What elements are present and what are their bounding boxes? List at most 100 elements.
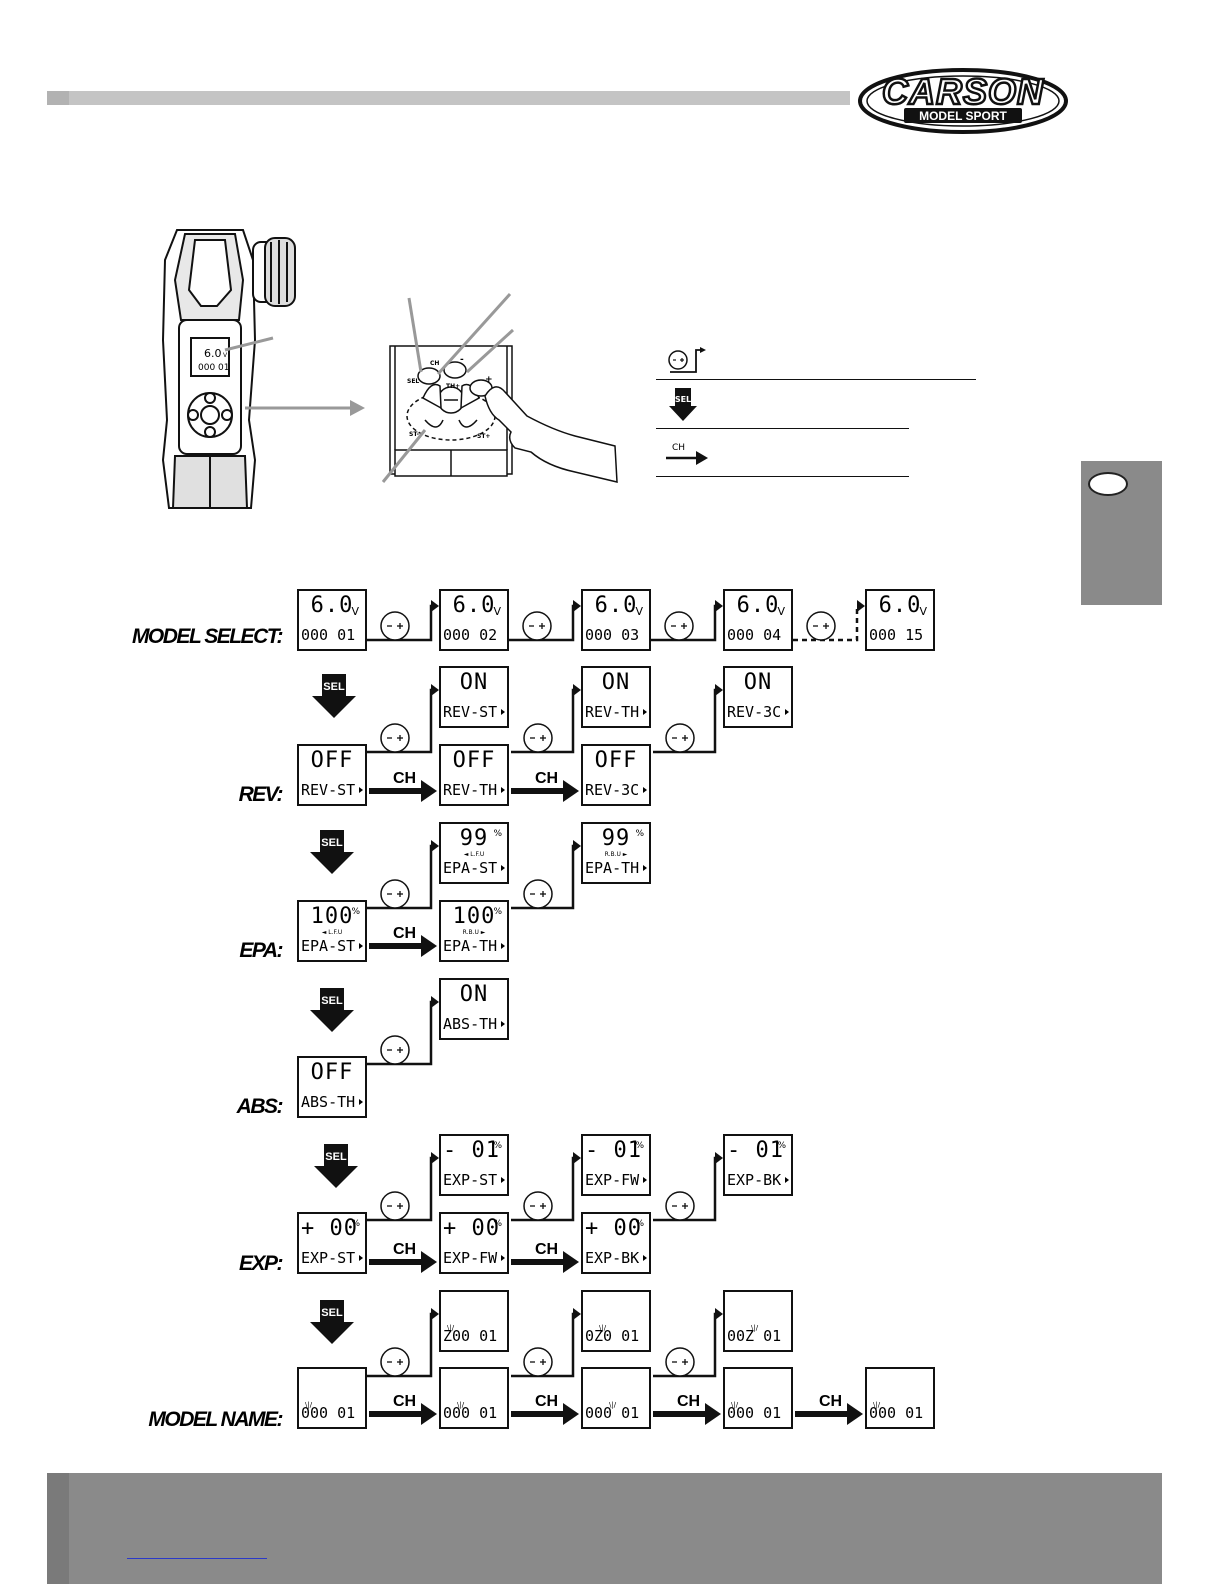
- header-bar: [47, 91, 850, 105]
- lcd-name-z2: \|/0Z0 01: [581, 1290, 651, 1352]
- minus-plus-key-icon: [380, 1191, 410, 1221]
- sel-key-label: SEL: [323, 681, 345, 693]
- lcd-exp-bk-plus: + 00%EXP-BK: [581, 1212, 651, 1274]
- sel-key-label: SEL: [321, 1307, 343, 1319]
- carson-logo: CARSON MODEL SPORT: [858, 68, 1068, 134]
- svg-text:-: -: [460, 355, 464, 365]
- minus-plus-key-icon: [380, 1347, 410, 1377]
- step-arrowhead: [431, 1308, 439, 1320]
- svg-text:ST-: ST-: [409, 431, 420, 438]
- sel-key-label: SEL: [325, 1151, 347, 1163]
- sel-arrow-body: [324, 1144, 348, 1168]
- svg-text:6.0: 6.0: [204, 347, 222, 360]
- step-arrowhead: [573, 840, 581, 852]
- step-arrowhead: [857, 600, 865, 612]
- minus-plus-key-icon: [380, 1035, 410, 1065]
- ch-key-label: CH: [535, 1393, 558, 1410]
- ch-key-label: CH: [535, 1241, 558, 1258]
- minus-plus-key-icon: [665, 723, 695, 753]
- svg-text:SEL: SEL: [675, 395, 691, 404]
- step-arrowhead: [573, 1308, 581, 1320]
- svg-text:TH+: TH+: [446, 383, 460, 390]
- language-tab: [1081, 461, 1162, 605]
- ch-arrowhead: [421, 935, 437, 957]
- lcd-name-z3: \|/00Z 01: [723, 1290, 793, 1352]
- sel-arrow-body: [320, 988, 344, 1012]
- ch-arrowhead: [705, 1403, 721, 1425]
- sel-key-label: SEL: [321, 995, 343, 1007]
- lcd-exp-fw-minus: - 01%EXP-FW: [581, 1134, 651, 1196]
- lcd-name-char-2: \|/000 01: [439, 1367, 509, 1429]
- footer-link-underline[interactable]: [127, 1558, 267, 1559]
- step-arrowhead: [715, 1308, 723, 1320]
- label-model-name: MODEL NAME:: [148, 1408, 283, 1431]
- label-rev: REV:: [238, 783, 284, 806]
- step-arrowhead: [431, 1152, 439, 1164]
- ch-key-label: CH: [393, 925, 416, 942]
- step-arrowhead: [431, 600, 439, 612]
- step-arrowhead: [715, 600, 723, 612]
- minus-plus-key-icon: [668, 347, 706, 373]
- minus-plus-key-icon: [523, 1347, 553, 1377]
- lcd-name-z1: \|/Z00 01: [439, 1290, 509, 1352]
- svg-text:CH: CH: [430, 360, 439, 367]
- minus-plus-key-icon: [523, 723, 553, 753]
- sel-arrowhead: [310, 1010, 354, 1032]
- minus-plus-key-icon: [380, 723, 410, 753]
- lcd-name-char-3: \|/000 01: [581, 1367, 651, 1429]
- label-model-select: MODEL SELECT:: [131, 625, 284, 648]
- lcd-exp-bk-minus: - 01%EXP-BK: [723, 1134, 793, 1196]
- sel-arrowhead: [312, 696, 356, 718]
- ch-key-label: CH: [819, 1393, 842, 1410]
- ch-arrowhead: [421, 780, 437, 802]
- ch-arrowhead: [421, 1403, 437, 1425]
- minus-plus-key-icon: [380, 611, 410, 641]
- lcd-epa-th-99: 99%R.B.U ►EPA-TH: [581, 822, 651, 884]
- key-legend: SEL CH: [656, 340, 978, 485]
- sel-arrowhead: [310, 852, 354, 874]
- ch-key-label: CH: [535, 770, 558, 787]
- ch-key-label: CH: [677, 1393, 700, 1410]
- label-epa: EPA:: [239, 939, 283, 962]
- minus-plus-key-icon: [664, 611, 694, 641]
- svg-text:SEL: SEL: [407, 378, 419, 385]
- transmitter-illustration: 6.0 V 000 01 SEL CH TH+ ST- ST+ - +: [161, 229, 618, 509]
- sel-arrow-body: [322, 674, 346, 698]
- ch-arrowhead: [563, 1403, 579, 1425]
- step-arrowhead: [573, 1152, 581, 1164]
- svg-text:ST+: ST+: [477, 433, 490, 440]
- lcd-exp-fw-plus: + 00%EXP-FW: [439, 1212, 509, 1274]
- minus-plus-key-icon: [522, 611, 552, 641]
- minus-plus-key-icon: [665, 1347, 695, 1377]
- language-oval-icon: [1088, 472, 1128, 496]
- step-arrowhead: [573, 600, 581, 612]
- lcd-name-char-4: \|/000 01: [723, 1367, 793, 1429]
- svg-text:CH: CH: [672, 443, 685, 453]
- svg-text:MODEL SPORT: MODEL SPORT: [919, 109, 1007, 123]
- sel-key-icon: SEL: [669, 388, 697, 421]
- lcd-name-char-5: \|/000 01: [865, 1367, 935, 1429]
- ch-key-label: CH: [393, 1393, 416, 1410]
- step-arrowhead: [715, 1152, 723, 1164]
- step-arrowhead: [431, 996, 439, 1008]
- lcd-epa-th-100: 100%R.B.U ►EPA-TH: [439, 900, 509, 962]
- sel-key-label: SEL: [321, 837, 343, 849]
- minus-plus-key-icon: [523, 1191, 553, 1221]
- sel-arrowhead: [314, 1166, 358, 1188]
- step-arrowhead: [431, 684, 439, 696]
